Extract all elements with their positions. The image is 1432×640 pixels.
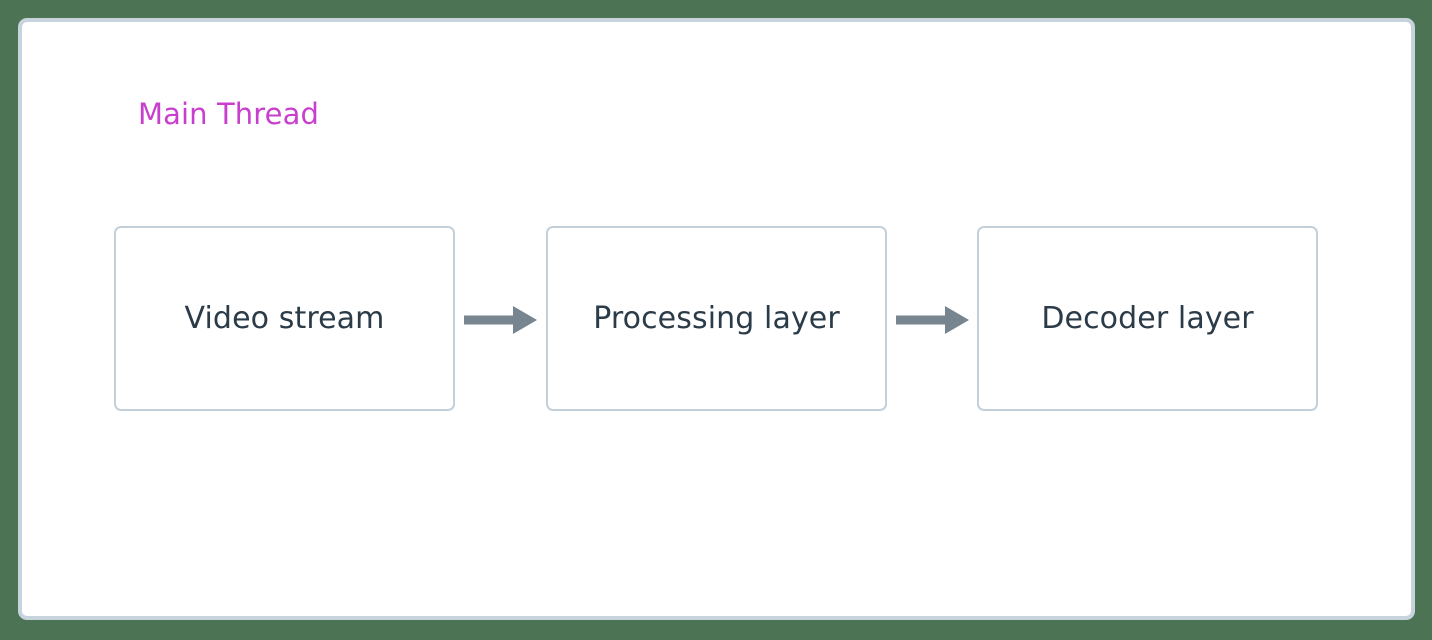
edge-video-stream-to-processing-layer — [455, 300, 547, 340]
node-processing-layer[interactable]: Processing layer — [546, 226, 887, 411]
node-label-decoder-layer: Decoder layer — [1041, 300, 1254, 336]
node-label-video-stream: Video stream — [184, 300, 385, 336]
cluster-title-main-thread: Main Thread — [138, 97, 319, 131]
node-video-stream[interactable]: Video stream — [114, 226, 455, 411]
node-label-processing-layer: Processing layer — [593, 300, 840, 336]
arrow-right-icon — [464, 306, 537, 334]
arrow-right-icon — [896, 306, 969, 334]
node-decoder-layer[interactable]: Decoder layer — [977, 226, 1318, 411]
edge-processing-layer-to-decoder-layer — [887, 300, 979, 340]
